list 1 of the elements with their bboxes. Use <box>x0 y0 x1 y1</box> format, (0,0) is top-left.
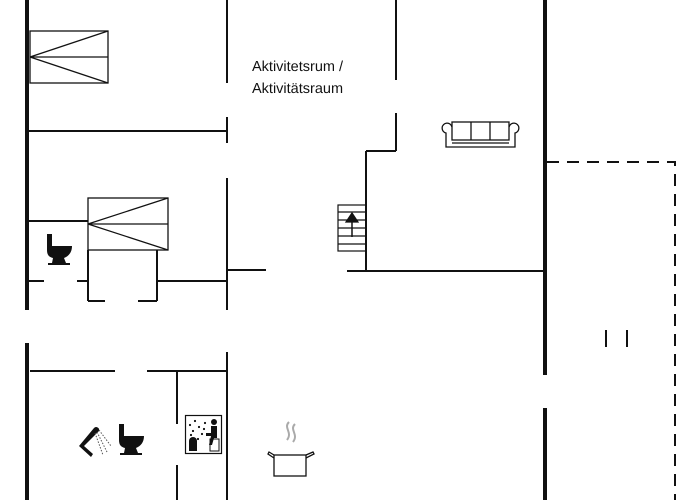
room-label: Aktivitetsrum / Aktivitätsraum <box>252 58 344 99</box>
